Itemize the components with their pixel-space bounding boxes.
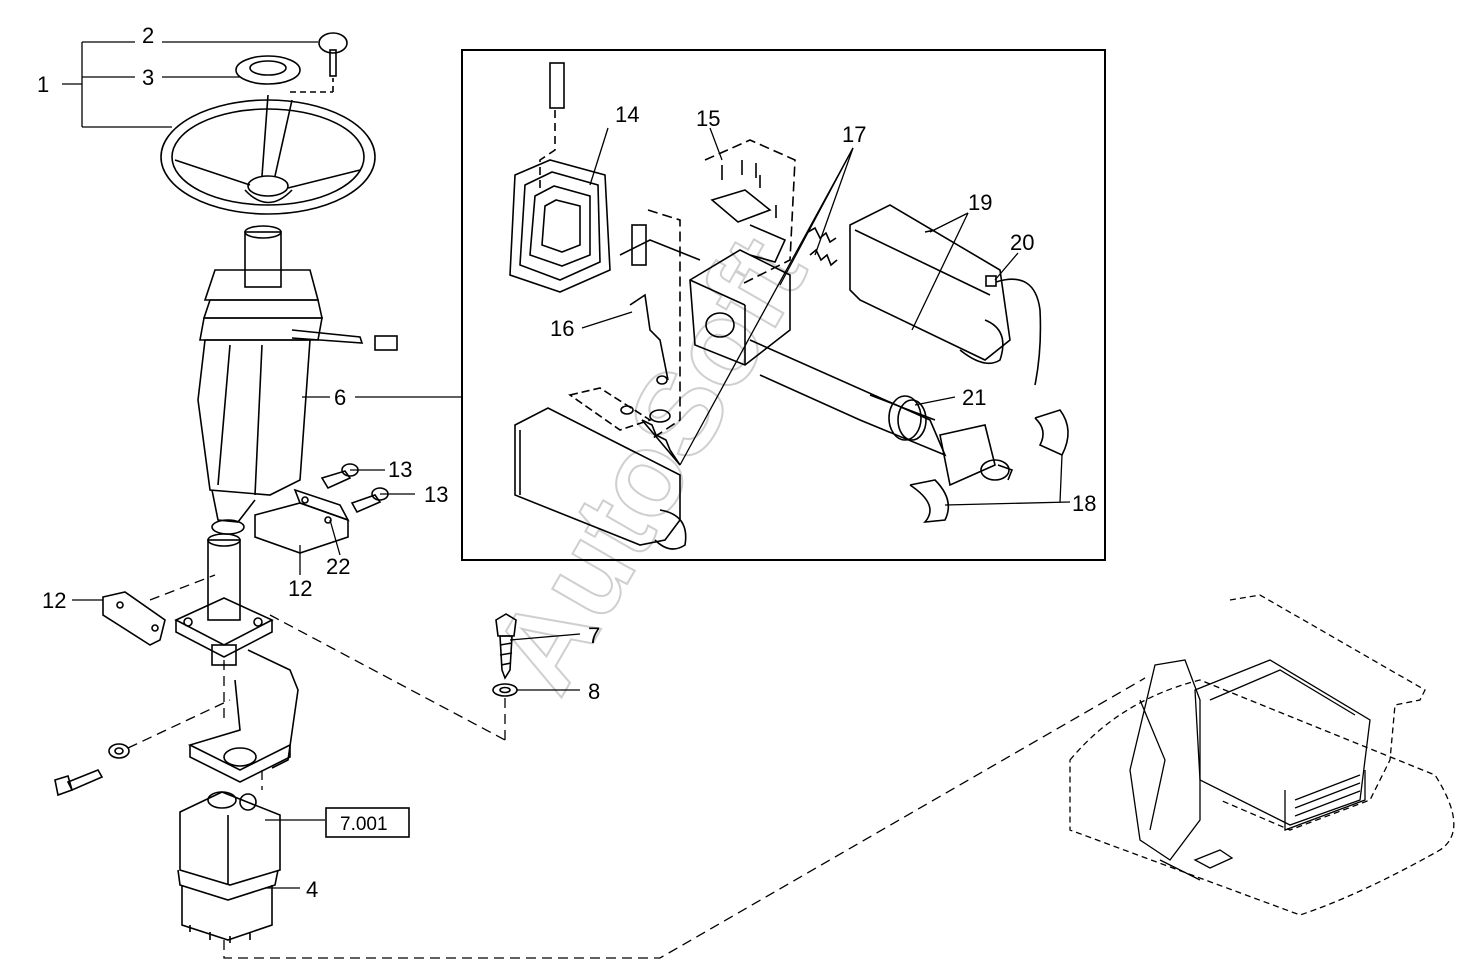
- callout-labels: 1 2 3 6 13 13 12 12 22 4 7 8 14 15 16 17…: [37, 23, 1096, 902]
- cable-tie-20: [985, 275, 1042, 386]
- detail-frame: [461, 49, 1106, 561]
- knob-screw: [290, 32, 348, 93]
- callout-8: 8: [588, 679, 600, 704]
- clamp-half-right: [254, 488, 350, 554]
- washer-8: [492, 683, 518, 697]
- machine-overview: [1069, 594, 1455, 916]
- cap-screw-lower: [350, 487, 389, 514]
- mounting-bracket: [187, 649, 299, 783]
- reference-box-label: 7.001: [340, 814, 388, 835]
- callout-18: 18: [1072, 491, 1096, 516]
- cap-screw-upper: [320, 463, 359, 490]
- column-tube-21: [749, 339, 1014, 487]
- lever-16: [629, 209, 681, 441]
- housing-main: [619, 224, 791, 366]
- callout-14: 14: [615, 102, 639, 127]
- callout-21: 21: [962, 385, 986, 410]
- lower-shaft: [174, 533, 274, 666]
- callout-12a: 12: [42, 588, 66, 613]
- callout-2: 2: [142, 23, 154, 48]
- callout-15: 15: [696, 106, 720, 131]
- horn-cap: [235, 55, 301, 85]
- clamp-half-left: [102, 591, 166, 646]
- steering-column: [197, 225, 398, 535]
- callout-4: 4: [306, 877, 318, 902]
- bolt-7: [495, 613, 517, 680]
- cover-lower: [514, 387, 687, 550]
- leader-lines: [62, 41, 1071, 889]
- springs-17: [641, 226, 838, 466]
- callout-17: 17: [842, 122, 866, 147]
- callout-1: 1: [37, 72, 49, 97]
- cover-19: [849, 204, 1011, 365]
- callout-22: 22: [326, 554, 350, 579]
- callout-20: 20: [1010, 230, 1034, 255]
- callout-12b: 12: [288, 576, 312, 601]
- rubber-boot: [509, 159, 611, 293]
- callout-3: 3: [142, 65, 154, 90]
- callout-13b: 13: [424, 482, 448, 507]
- control-lever: [539, 62, 565, 190]
- plate-assembly-15: [704, 139, 796, 286]
- dashed-guides: [127, 574, 1146, 959]
- steering-wheel: [160, 94, 376, 215]
- callout-13a: 13: [388, 457, 412, 482]
- bolt-lower-left: [54, 743, 130, 797]
- callout-7: 7: [588, 623, 600, 648]
- steering-unit: [177, 791, 281, 943]
- callout-16: 16: [550, 316, 574, 341]
- reference-box[interactable]: 7.001: [325, 807, 410, 838]
- callout-6: 6: [334, 385, 346, 410]
- callout-19: 19: [968, 190, 992, 215]
